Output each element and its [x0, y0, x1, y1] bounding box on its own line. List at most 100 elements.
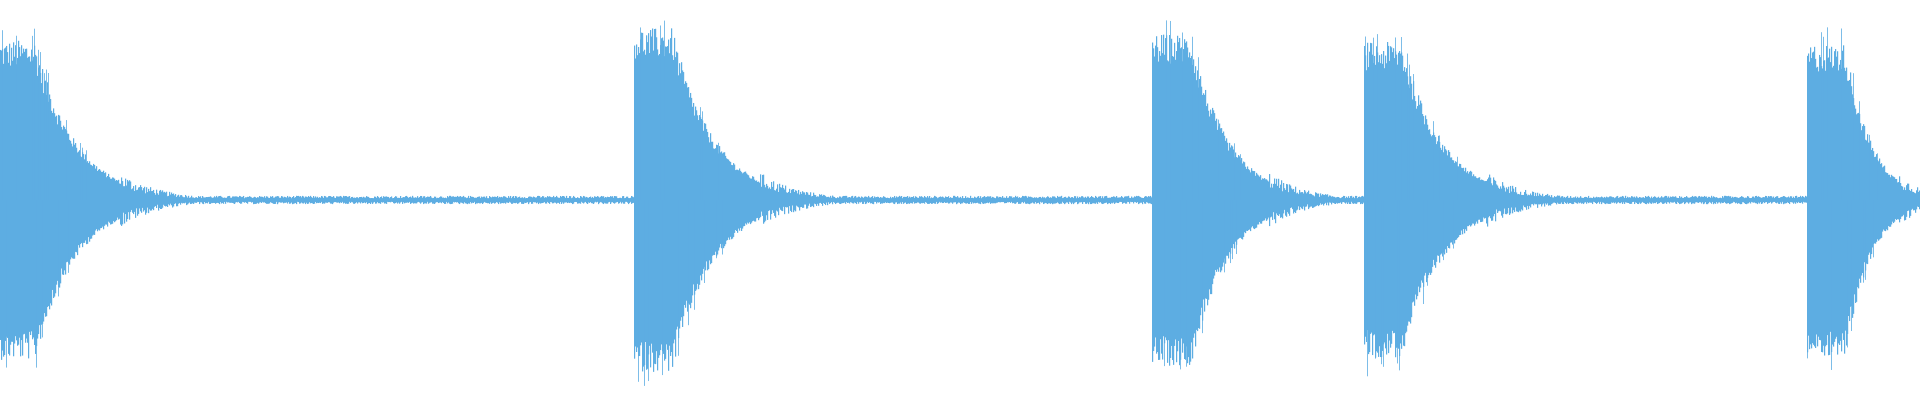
waveform-sample	[546, 197, 548, 204]
waveform-spike	[1236, 200, 1237, 255]
waveform-sample	[853, 197, 855, 204]
waveform-sample	[1802, 196, 1804, 204]
waveform-sample	[737, 169, 739, 233]
waveform-sample	[790, 193, 792, 211]
waveform-sample	[1353, 196, 1355, 204]
waveform-sample	[1614, 198, 1616, 204]
waveform-sample	[938, 197, 940, 203]
waveform-sample	[1162, 53, 1164, 360]
waveform-sample	[664, 56, 666, 361]
waveform-sample	[1407, 76, 1409, 326]
waveform-sample	[113, 177, 115, 221]
waveform-sample	[801, 193, 803, 207]
waveform-sample	[576, 198, 578, 203]
waveform-sample	[1804, 197, 1806, 203]
waveform-sample	[273, 197, 275, 204]
waveform-sample	[1631, 196, 1633, 204]
waveform-sample	[1852, 94, 1854, 318]
waveform-sample	[310, 195, 312, 204]
waveform-sample	[1539, 193, 1541, 205]
waveform-sample	[693, 102, 695, 285]
waveform-sample	[988, 196, 990, 204]
waveform-sample	[348, 196, 350, 204]
waveform-sample	[578, 197, 580, 204]
waveform-sample	[830, 195, 832, 204]
waveform-sample	[1352, 197, 1354, 204]
waveform-sample	[1247, 166, 1249, 231]
waveform-sample	[153, 189, 155, 211]
waveform-sample	[670, 38, 672, 356]
waveform-sample	[1530, 193, 1532, 208]
waveform-sample	[1363, 196, 1365, 203]
waveform-sample	[1258, 175, 1260, 225]
waveform-sample	[1625, 195, 1627, 203]
waveform-spike	[688, 200, 689, 326]
waveform-sample	[946, 196, 948, 203]
waveform-sample	[747, 174, 749, 223]
waveform-spike	[66, 120, 67, 200]
waveform-sample	[947, 197, 949, 203]
waveform-sample	[1393, 48, 1395, 334]
waveform-sample	[54, 113, 56, 297]
waveform-sample	[797, 193, 799, 207]
waveform-sample	[377, 196, 379, 203]
waveform-sample	[620, 197, 622, 202]
waveform-sample	[306, 196, 308, 203]
waveform-sample	[1589, 197, 1591, 203]
waveform-sample	[994, 197, 996, 204]
waveform-sample	[1713, 196, 1715, 205]
waveform-sample	[552, 197, 554, 204]
waveform-sample	[1635, 197, 1637, 203]
waveform-sample	[1185, 42, 1187, 360]
waveform-sample	[610, 196, 612, 205]
waveform-sample	[1304, 190, 1306, 211]
waveform-sample	[603, 196, 605, 205]
waveform-sample	[343, 195, 345, 204]
waveform-sample	[848, 197, 850, 203]
waveform-spike	[1457, 156, 1458, 200]
waveform-sample	[1448, 150, 1450, 248]
waveform-sample	[868, 195, 870, 203]
waveform-sample	[147, 192, 149, 208]
waveform-sample	[1515, 187, 1517, 208]
waveform-sample	[1669, 197, 1671, 204]
waveform-sample	[785, 185, 787, 208]
waveform-sample	[845, 195, 847, 204]
waveform-sample	[322, 196, 324, 204]
waveform-sample	[729, 161, 731, 240]
waveform-spike	[1873, 200, 1874, 258]
waveform-sample	[280, 197, 282, 203]
waveform-sample	[1331, 196, 1333, 205]
waveform-sample	[81, 157, 83, 243]
waveform-sample	[903, 196, 905, 204]
waveform-sample	[954, 195, 956, 203]
waveform-sample	[194, 198, 196, 203]
waveform-sample	[1405, 71, 1407, 334]
waveform-sample	[119, 183, 121, 219]
waveform-sample	[1140, 197, 1142, 203]
waveform-sample	[568, 197, 570, 203]
waveform-sample	[254, 196, 256, 204]
waveform-sample	[101, 172, 103, 228]
waveform-sample	[1446, 150, 1448, 253]
waveform-sample	[1039, 196, 1041, 205]
waveform-sample	[1622, 195, 1624, 204]
waveform-sample	[473, 197, 475, 204]
waveform-sample	[1293, 188, 1295, 214]
waveform-sample	[166, 191, 168, 207]
waveform-sample	[1808, 53, 1810, 336]
waveform-sample	[278, 196, 280, 203]
waveform-sample	[385, 196, 387, 204]
waveform-sample	[14, 56, 16, 344]
waveform-sample	[1873, 151, 1875, 244]
waveform-sample	[1449, 151, 1451, 249]
waveform-sample	[1888, 174, 1890, 227]
waveform-sample	[548, 196, 550, 203]
waveform-sample	[391, 196, 393, 202]
waveform-sample	[243, 195, 245, 203]
waveform-sample	[1015, 195, 1017, 204]
waveform-sample	[72, 146, 74, 259]
waveform-sample	[645, 54, 647, 343]
